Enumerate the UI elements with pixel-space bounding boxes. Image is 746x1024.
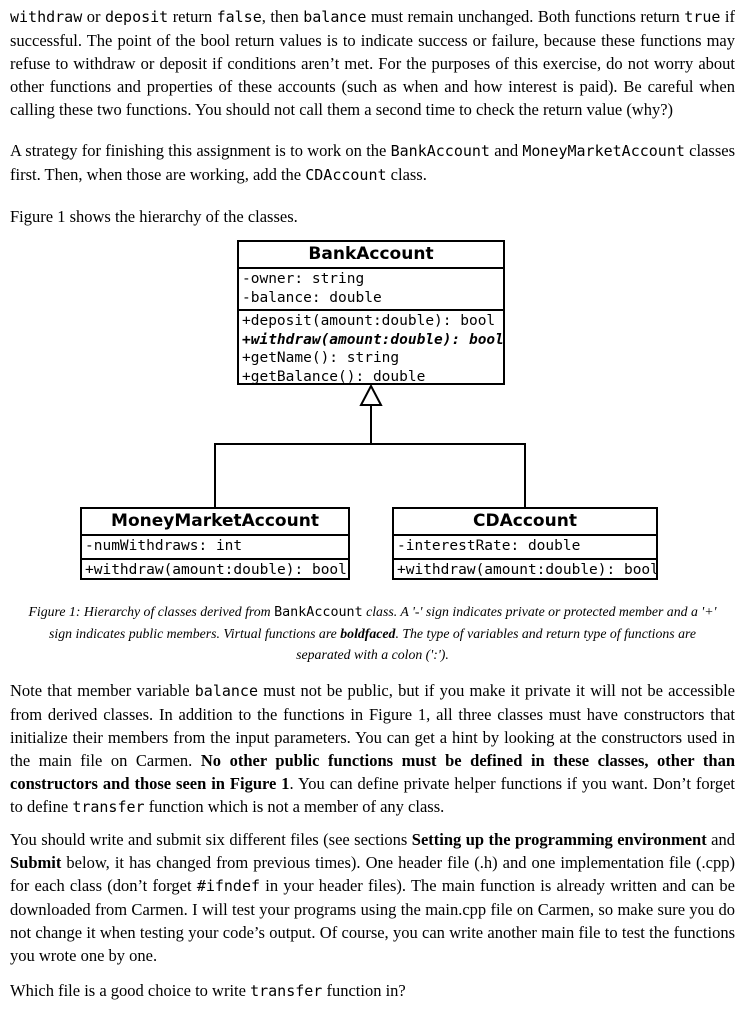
class-method-row: +withdraw(amount:double): bool — [397, 561, 656, 578]
paragraph: Figure 1 shows the hierarchy of the clas… — [10, 207, 298, 226]
class-box-cd-account: CDAccount -interestRate: double +withdra… — [392, 507, 658, 580]
paragraph: You should write and submit six differen… — [10, 830, 735, 965]
class-attributes: -numWithdraws: int — [82, 536, 348, 560]
class-box-money-market-account: MoneyMarketAccount -numWithdraws: int +w… — [80, 507, 350, 580]
connector-drop-right — [524, 443, 526, 509]
connector-stem — [370, 405, 372, 445]
class-methods: +deposit(amount:double): bool +withdraw(… — [239, 311, 503, 383]
figure-diagram: BankAccount -owner: string -balance: dou… — [0, 240, 746, 585]
class-attribute-row: -balance: double — [242, 289, 382, 306]
class-method-row: +withdraw(amount:double): bool — [85, 561, 347, 578]
class-attributes: -interestRate: double — [394, 536, 656, 560]
paragraph: Note that member variable balance must n… — [10, 681, 735, 816]
connector-horizontal — [214, 443, 526, 445]
class-method-row: +deposit(amount:double): bool — [242, 313, 496, 329]
class-box-bank-account: BankAccount -owner: string -balance: dou… — [237, 240, 505, 385]
class-method-row: +getBalance(): double — [242, 368, 426, 384]
paragraph: Which file is a good choice to write tra… — [10, 981, 406, 1000]
class-method-row: +withdraw(amount:double): bool — [242, 331, 503, 348]
class-methods: +withdraw(amount:double): bool — [82, 560, 348, 579]
class-attributes: -owner: string -balance: double — [239, 269, 503, 311]
connector-drop-left — [214, 443, 216, 509]
class-attribute-row: -owner: string — [242, 271, 365, 287]
figure-caption: Figure 1: Hierarchy of classes derived f… — [28, 604, 717, 662]
class-title: BankAccount — [239, 242, 503, 269]
paragraph: withdraw or deposit return false, then b… — [10, 7, 735, 119]
class-attribute-row: -numWithdraws: int — [85, 538, 243, 554]
class-methods: +withdraw(amount:double): bool — [394, 560, 656, 579]
class-attribute-row: -interestRate: double — [397, 538, 581, 554]
class-title: MoneyMarketAccount — [82, 509, 348, 536]
class-title: CDAccount — [394, 509, 656, 536]
inheritance-arrow-icon — [359, 384, 383, 406]
class-method-row: +getName(): string — [242, 350, 400, 366]
paragraph: A strategy for finishing this assignment… — [10, 141, 735, 184]
